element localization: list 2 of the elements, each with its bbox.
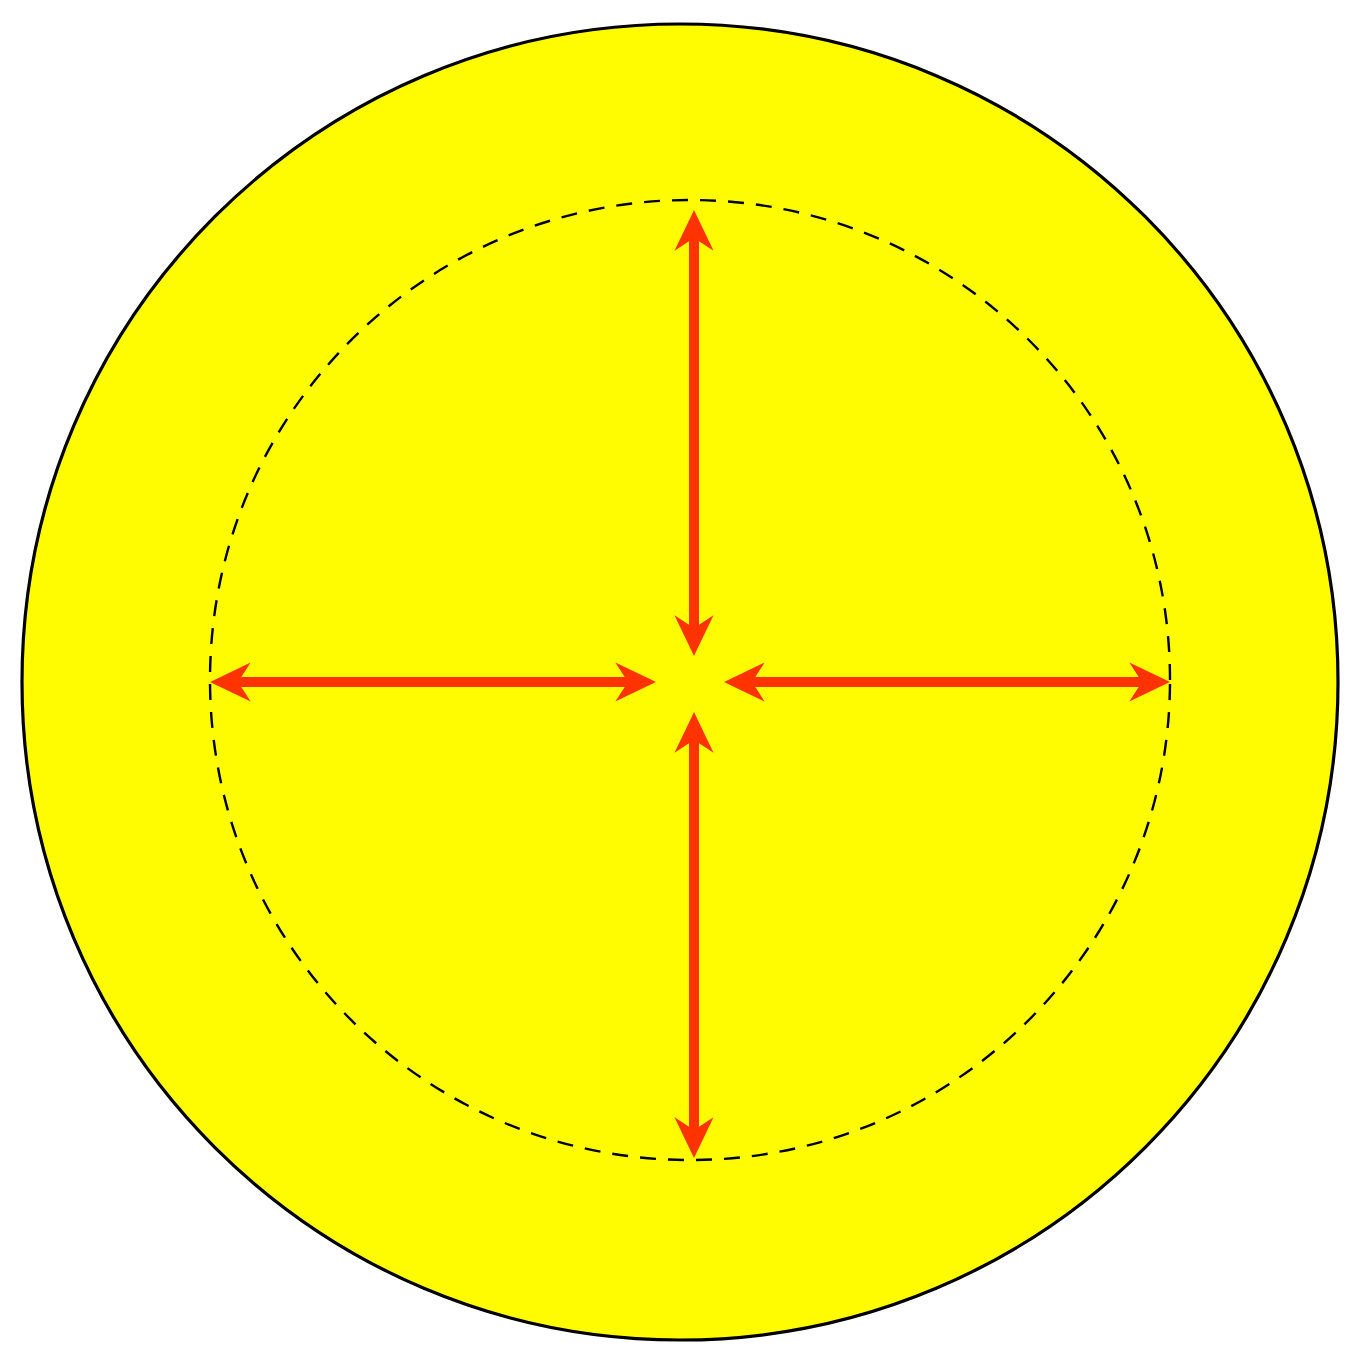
dashed-circle	[208, 198, 1172, 1162]
disc	[20, 22, 1340, 1342]
